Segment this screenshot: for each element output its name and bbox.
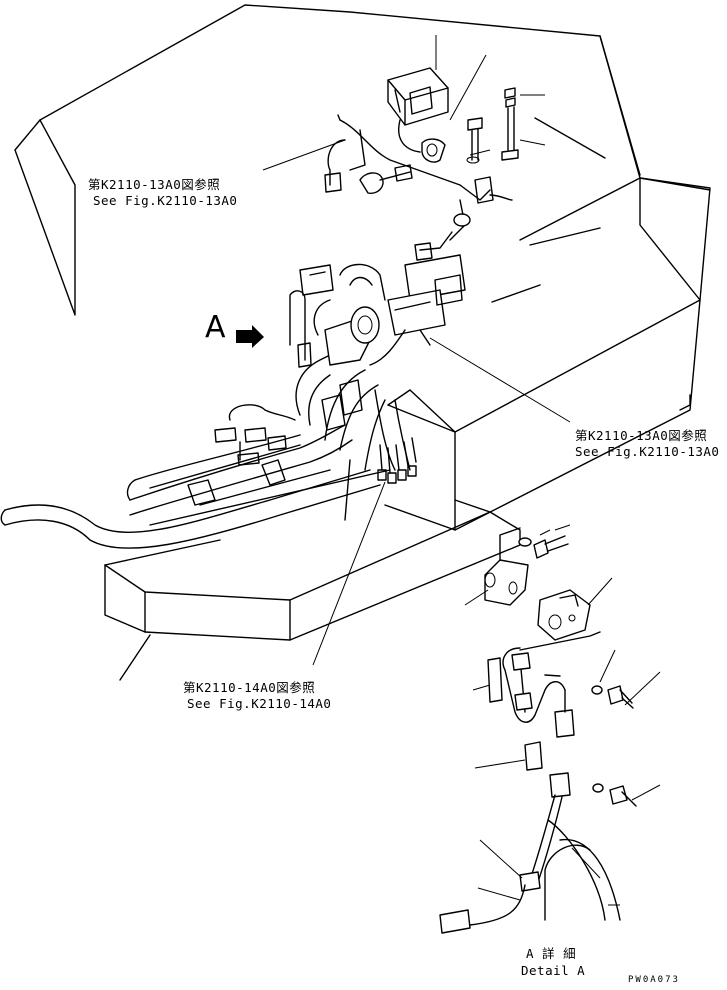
ref-label-13a0-right-jp: 第K2110-13A0図参照 (575, 428, 708, 443)
ref-label-13a0-top-en: See Fig.K2110-13A0 (93, 193, 238, 208)
hose-assembly (0, 424, 391, 549)
drawing-code: PW0A073 (628, 975, 680, 985)
wiring-harness (214, 254, 466, 521)
view-marker-a: A (205, 310, 226, 345)
top-harness (324, 67, 519, 261)
view-arrow (236, 325, 264, 348)
ref-label-14a0-jp: 第K2110-14A0図参照 (183, 680, 316, 695)
ref-label-13a0-right-en: See Fig.K2110-13A0 (575, 444, 720, 459)
ref-label-13a0-top-jp: 第K2110-13A0図参照 (88, 177, 221, 192)
detail-title-en: Detail A (521, 963, 586, 978)
detail-a-parts (439, 524, 661, 934)
detail-title-jp: A 詳 細 (526, 946, 577, 961)
ref-label-14a0-en: See Fig.K2110-14A0 (187, 696, 332, 711)
leader-lines (262, 35, 571, 666)
fender-panel (14, 4, 641, 316)
main-frame (104, 177, 711, 681)
